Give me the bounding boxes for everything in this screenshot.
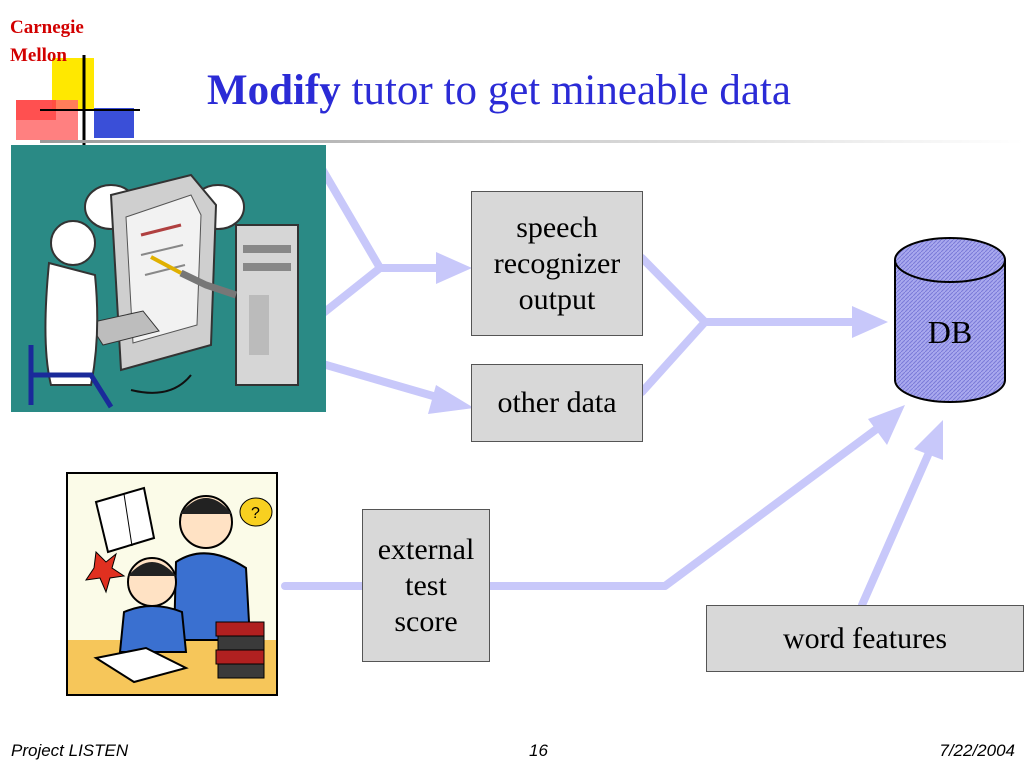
- footer-date: 7/22/2004: [939, 741, 1015, 760]
- external-line-3: score: [394, 604, 458, 638]
- logo-wordmark: Carnegie Mellon: [10, 14, 110, 70]
- arrowhead-other: [428, 385, 474, 414]
- connector-boxes-to-db: [638, 254, 709, 396]
- student-head: [50, 220, 96, 266]
- word-features-label: word features: [782, 621, 948, 655]
- arrowhead-speech: [436, 252, 472, 284]
- exclamation-star-icon: [84, 550, 126, 594]
- external-test-score-box: external test score: [362, 509, 490, 662]
- footer-page-number: 16: [529, 741, 548, 760]
- word-features-box: word features: [706, 605, 1024, 672]
- db-label: DB: [927, 314, 973, 350]
- arrowhead-db-test: [868, 405, 905, 445]
- title-emphasis: Modify: [207, 67, 341, 114]
- arrowhead-db-features: [914, 420, 943, 460]
- svg-text:?: ?: [251, 505, 260, 522]
- arrowhead-db-main: [852, 306, 888, 338]
- external-line-2: test: [405, 568, 447, 602]
- footer-project: Project LISTEN: [11, 741, 129, 760]
- speech-recognizer-output-box: speech recognizer output: [471, 191, 643, 336]
- external-line-1: external: [377, 532, 475, 566]
- speech-line-3: output: [518, 282, 596, 316]
- reading-scene-illustration: ?: [66, 472, 278, 696]
- slide-title: Modify tutor to get mineable data: [207, 66, 791, 115]
- connector-features-db: [858, 451, 932, 609]
- title-rest: tutor to get mineable data: [340, 67, 791, 114]
- speech-line-2: recognizer: [493, 246, 621, 280]
- logo-graphic: [16, 55, 140, 145]
- logo-line-2: Mellon: [10, 45, 67, 66]
- tutor-scene-illustration: [11, 145, 326, 412]
- other-data-label: other data: [497, 386, 617, 419]
- title-divider: [40, 140, 1024, 143]
- logo-line-1: Carnegie: [10, 17, 84, 38]
- connector-test-db: [486, 424, 882, 590]
- other-data-box: other data: [471, 364, 643, 442]
- speech-line-1: speech: [516, 210, 598, 244]
- question-bubble-icon: [239, 497, 273, 527]
- database-cylinder-icon: [894, 237, 1006, 403]
